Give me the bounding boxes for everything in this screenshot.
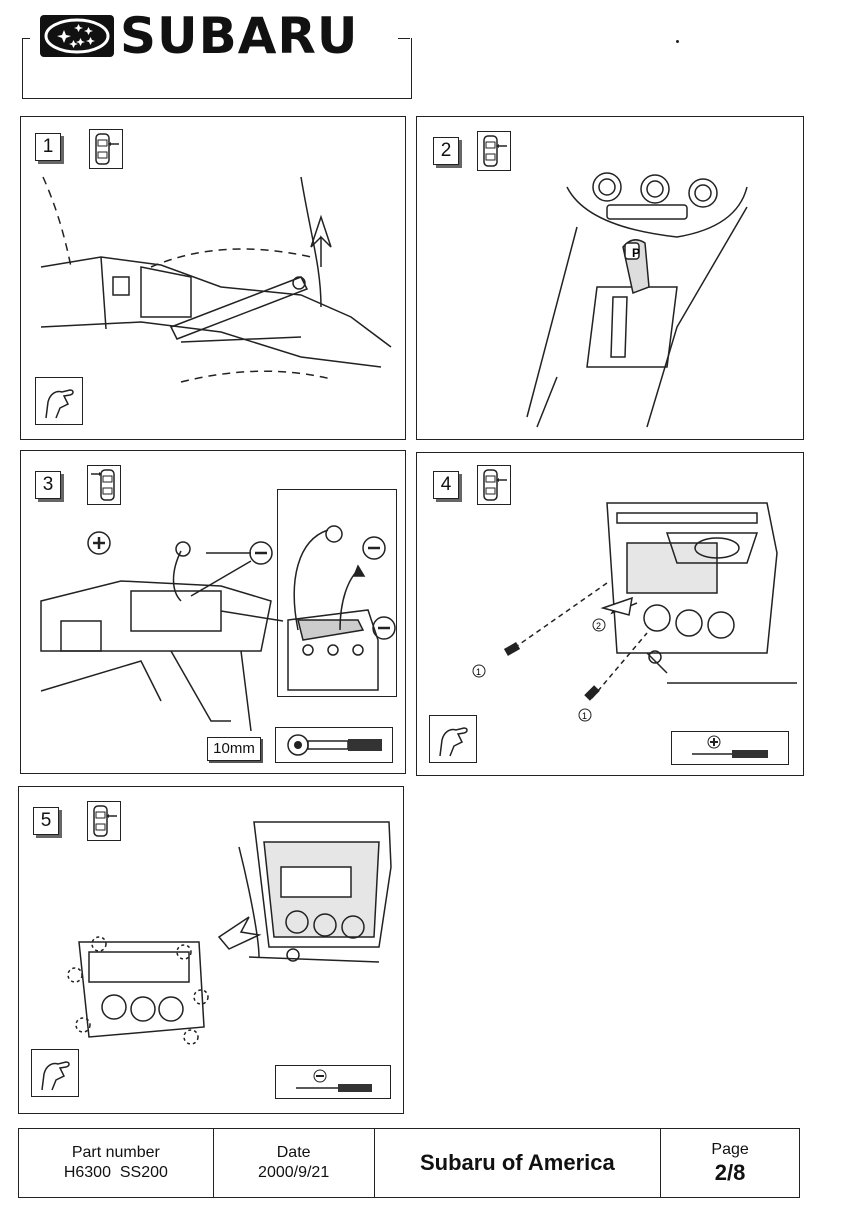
- svg-text:1: 1: [582, 711, 587, 721]
- header-rule-left: [22, 38, 30, 39]
- step-3-panel: 3: [20, 450, 406, 774]
- battery-terminal-detail-box: [277, 489, 397, 697]
- step-1-parking-brake-illustration: [40, 176, 392, 383]
- header-rule-right: [398, 38, 410, 39]
- date-value: 2000/9/21: [258, 1164, 330, 1181]
- header-box: [22, 38, 412, 99]
- subaru-emblem-icon: [40, 15, 114, 57]
- step-3-battery-disconnect-illustration: [40, 531, 284, 732]
- step-4-panel: 4 1 1 2: [416, 452, 804, 776]
- ratchet-wrench-tool-box: [275, 727, 393, 763]
- page-label: Page: [711, 1141, 749, 1158]
- step-5-trim-panel-removal-illustration: [67, 821, 392, 1045]
- step-5-panel: 5: [18, 786, 404, 1114]
- company-name: Subaru of America: [419, 1150, 615, 1175]
- step-2-shifter-park-illustration: P: [526, 172, 748, 428]
- svg-text:1: 1: [476, 667, 481, 677]
- step-4-number: 4: [433, 471, 459, 499]
- part-number-cell: Part number H6300 SS200: [19, 1129, 214, 1197]
- page-cell: Page 2/8: [661, 1129, 799, 1197]
- car-front-view-icon: [87, 801, 121, 841]
- step-2-panel: 2 P: [416, 116, 804, 440]
- phillips-screwdriver-tool-box: [671, 731, 789, 765]
- car-front-view-icon: [477, 131, 511, 171]
- hand-icon: [429, 715, 477, 763]
- step-3-number: 3: [35, 471, 61, 499]
- brand-wordmark: SUBARU: [120, 7, 359, 65]
- svg-text:P: P: [632, 246, 640, 260]
- footer-info-bar: Part number H6300 SS200 Date 2000/9/21 S…: [18, 1128, 800, 1198]
- page-number: 2/8: [714, 1160, 746, 1185]
- svg-text:2: 2: [596, 621, 601, 631]
- part-number-value: H6300 SS200: [63, 1164, 168, 1181]
- stray-dot: [676, 40, 679, 43]
- car-front-view-icon: [477, 465, 511, 505]
- date-cell: Date 2000/9/21: [214, 1129, 375, 1197]
- hand-icon: [31, 1049, 79, 1097]
- part-number-label: Part number: [71, 1144, 160, 1161]
- car-front-view-icon: [89, 129, 123, 169]
- step-4-screw-removal-illustration: 1 1 2: [472, 502, 797, 722]
- step-5-number: 5: [33, 807, 59, 835]
- date-label: Date: [276, 1144, 311, 1161]
- step-1-number: 1: [35, 133, 61, 161]
- socket-size-label: 10mm: [207, 737, 261, 761]
- step-1-panel: 1: [20, 116, 406, 440]
- flathead-screwdriver-tool-box: [275, 1065, 391, 1099]
- company-cell: Subaru of America: [375, 1129, 662, 1197]
- car-rear-view-icon: [87, 465, 121, 505]
- hand-icon: [35, 377, 83, 425]
- step-2-number: 2: [433, 137, 459, 165]
